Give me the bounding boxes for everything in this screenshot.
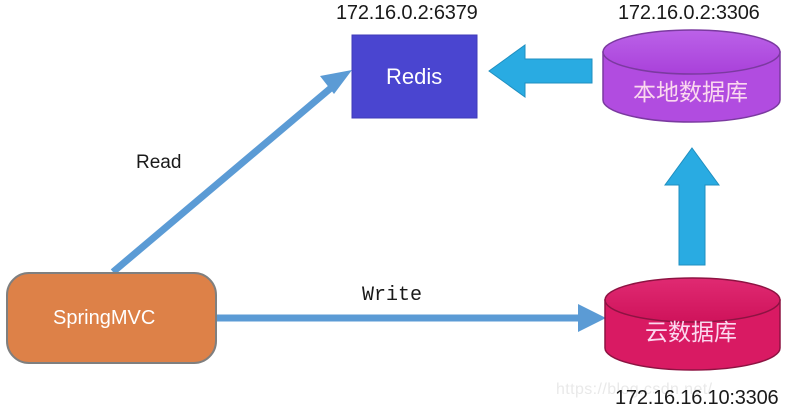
write-edge-label: Write <box>362 284 423 307</box>
cloud-db-address-label: 172.16.16.10:3306 <box>615 387 779 409</box>
cloud-db-node[interactable] <box>604 277 781 371</box>
sync-cloud-to-local-edge <box>664 147 720 266</box>
redis-node[interactable] <box>351 34 478 119</box>
read-edge-label: Read <box>136 152 182 173</box>
sync-local-to-redis-edge <box>488 44 593 98</box>
local-db-address-label: 172.16.0.2:3306 <box>618 2 760 24</box>
springmvc-node[interactable] <box>6 272 217 364</box>
redis-address-label: 172.16.0.2:6379 <box>336 2 478 24</box>
write-edge <box>216 304 606 332</box>
local-db-node[interactable] <box>602 29 781 123</box>
watermark-text: https://blog.csdn.net/ <box>556 381 713 398</box>
read-edge <box>110 70 352 275</box>
